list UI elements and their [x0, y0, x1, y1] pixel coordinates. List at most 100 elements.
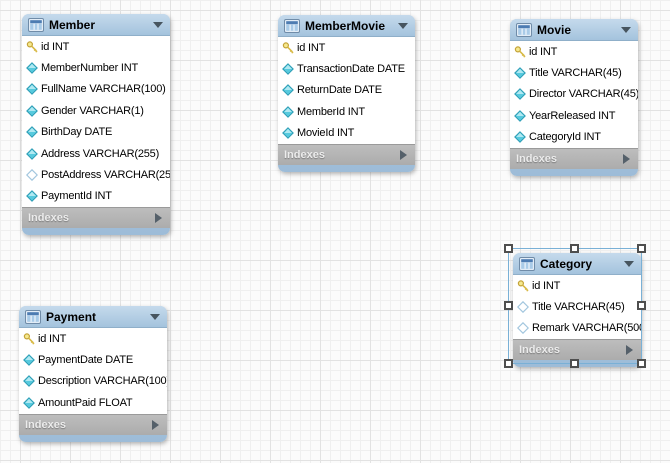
table-title: Member [49, 17, 96, 32]
column-label: PaymentId INT [41, 190, 112, 203]
table-title: MemberMovie [305, 18, 386, 33]
diamond-filled-icon [26, 83, 38, 95]
table-member[interactable]: Member id INT MemberNumber INT FullName … [22, 14, 170, 236]
table-category-columns: id INT Title VARCHAR(45) Remark VARCHAR(… [513, 275, 641, 340]
column-label: AmountPaid FLOAT [38, 396, 133, 409]
indexes-footer[interactable]: Indexes [513, 339, 641, 361]
column-row[interactable]: id INT [22, 36, 170, 57]
column-row[interactable]: Gender VARCHAR(1) [22, 100, 170, 121]
selection-handle-top-left[interactable] [504, 244, 513, 253]
indexes-footer[interactable]: Indexes [278, 143, 415, 165]
selection-handle-bottom-left[interactable] [504, 359, 513, 368]
column-label: Description VARCHAR(100) [38, 375, 167, 388]
indexes-label: Indexes [516, 152, 557, 165]
table-category[interactable]: Category id INT Title VARCHAR(45) Remark… [513, 253, 641, 368]
collapse-arrow-icon[interactable] [398, 22, 408, 29]
indexes-label: Indexes [519, 344, 560, 357]
column-row[interactable]: ReturnDate DATE [278, 80, 415, 101]
column-row[interactable]: Title VARCHAR(45) [513, 296, 641, 317]
key-icon [517, 280, 529, 292]
column-row[interactable]: id INT [278, 37, 415, 58]
column-row[interactable]: id INT [510, 41, 638, 62]
column-row[interactable]: FullName VARCHAR(100) [22, 79, 170, 100]
table-icon [25, 310, 41, 324]
collapse-arrow-icon[interactable] [150, 313, 160, 320]
column-label: MemberId INT [297, 105, 365, 118]
column-label: id INT [532, 279, 561, 292]
table-movie-columns: id INT Title VARCHAR(45) Director VARCHA… [510, 41, 638, 148]
table-movie-header[interactable]: Movie [510, 19, 638, 41]
table-payment-columns: id INT PaymentDate DATE Description VARC… [19, 328, 167, 414]
column-row[interactable]: BirthDay DATE [22, 122, 170, 143]
table-payment[interactable]: Payment id INT PaymentDate DATE Descript… [19, 306, 167, 442]
column-row[interactable]: MemberId INT [278, 101, 415, 122]
key-icon [26, 41, 38, 53]
table-payment-header[interactable]: Payment [19, 306, 167, 328]
column-row[interactable]: Address VARCHAR(255) [22, 143, 170, 164]
column-row[interactable]: TransactionDate DATE [278, 58, 415, 79]
diamond-filled-icon [26, 190, 38, 202]
table-member-header[interactable]: Member [22, 14, 170, 36]
selection-handle-bottom-right[interactable] [637, 359, 646, 368]
diamond-filled-icon [26, 105, 38, 117]
diamond-filled-icon [26, 126, 38, 138]
table-category-header[interactable]: Category [513, 253, 641, 275]
table-movie[interactable]: Movie id INT Title VARCHAR(45) Director … [510, 19, 638, 176]
column-row[interactable]: Title VARCHAR(45) [510, 62, 638, 83]
column-row[interactable]: PaymentDate DATE [19, 349, 167, 370]
selection-handle-middle-left[interactable] [504, 301, 513, 310]
indexes-footer[interactable]: Indexes [510, 147, 638, 169]
diamond-filled-icon [514, 67, 526, 79]
column-label: Remark VARCHAR(500) [532, 322, 641, 335]
selection-handle-bottom-middle[interactable] [570, 359, 579, 368]
table-title: Category [540, 256, 593, 271]
expand-right-icon [152, 419, 159, 430]
diamond-filled-icon [26, 62, 38, 74]
column-label: Title VARCHAR(45) [529, 67, 622, 80]
collapse-arrow-icon[interactable] [621, 26, 631, 33]
column-row[interactable]: Director VARCHAR(45) [510, 84, 638, 105]
diamond-filled-icon [23, 397, 35, 409]
column-row[interactable]: AmountPaid FLOAT [19, 392, 167, 413]
column-row[interactable]: PaymentId INT [22, 186, 170, 207]
indexes-footer[interactable]: Indexes [22, 207, 170, 229]
table-icon [519, 257, 535, 271]
indexes-footer[interactable]: Indexes [19, 413, 167, 435]
diamond-hollow-icon [517, 322, 529, 334]
selection-handle-top-middle[interactable] [570, 244, 579, 253]
column-row[interactable]: id INT [513, 275, 641, 296]
expand-right-icon [155, 213, 162, 224]
column-label: MemberNumber INT [41, 62, 139, 75]
table-icon [28, 18, 44, 32]
column-row[interactable]: YearReleased INT [510, 105, 638, 126]
column-row[interactable]: Remark VARCHAR(500) [513, 318, 641, 339]
expand-right-icon [626, 345, 633, 356]
column-label: Gender VARCHAR(1) [41, 104, 144, 117]
table-membermovie-columns: id INT TransactionDate DATE ReturnDate D… [278, 37, 415, 144]
column-row[interactable]: MovieId INT [278, 123, 415, 144]
column-row[interactable]: CategoryId INT [510, 127, 638, 148]
column-label: Title VARCHAR(45) [532, 301, 625, 314]
column-label: BirthDay DATE [41, 126, 113, 139]
selection-handle-top-right[interactable] [637, 244, 646, 253]
table-membermovie-header[interactable]: MemberMovie [278, 15, 415, 37]
collapse-arrow-icon[interactable] [153, 21, 163, 28]
column-label: PaymentDate DATE [38, 354, 134, 367]
diamond-filled-icon [23, 354, 35, 366]
column-row[interactable]: PostAddress VARCHAR(255) [22, 164, 170, 185]
diamond-filled-icon [282, 127, 294, 139]
table-title: Payment [46, 309, 97, 324]
column-row[interactable]: Description VARCHAR(100) [19, 371, 167, 392]
column-row[interactable]: MemberNumber INT [22, 57, 170, 78]
table-membermovie[interactable]: MemberMovie id INT TransactionDate DATE … [278, 15, 415, 172]
column-label: id INT [297, 41, 326, 54]
diamond-filled-icon [282, 63, 294, 75]
column-label: Director VARCHAR(45) [529, 88, 638, 101]
indexes-label: Indexes [25, 418, 66, 431]
column-label: id INT [529, 45, 558, 58]
column-row[interactable]: id INT [19, 328, 167, 349]
collapse-arrow-icon[interactable] [624, 260, 634, 267]
selection-handle-middle-right[interactable] [637, 301, 646, 310]
diamond-hollow-icon [517, 301, 529, 313]
